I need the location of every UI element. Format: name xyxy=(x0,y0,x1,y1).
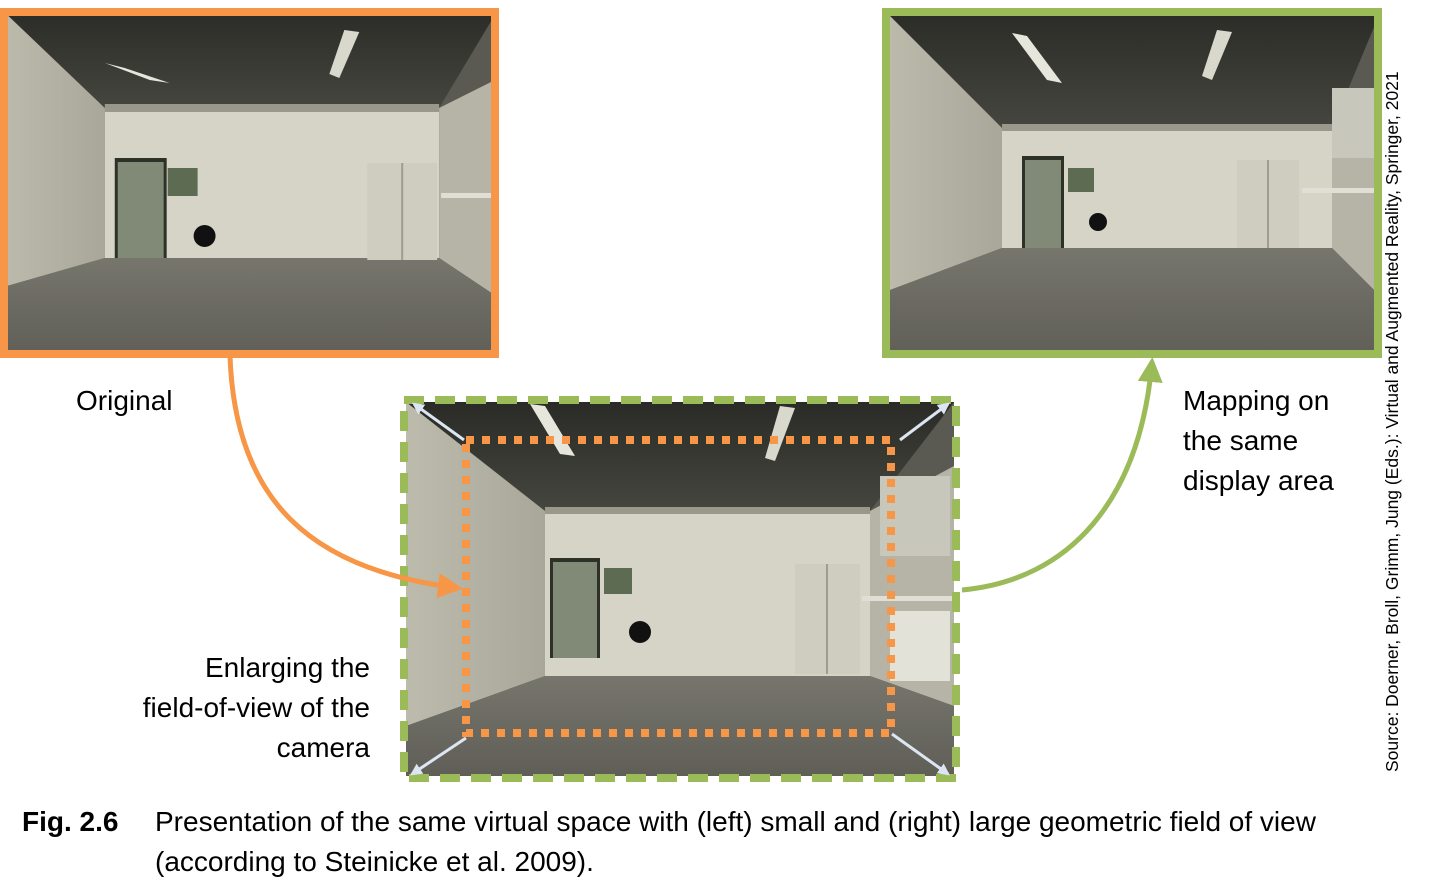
green-curved-arrow xyxy=(961,357,1163,593)
label-mapping: Mapping on the same display area xyxy=(1183,385,1334,496)
room-image-original xyxy=(0,8,499,358)
enlarged-view-panel xyxy=(400,396,960,782)
room-image-enlarged xyxy=(400,396,960,782)
room-image-mapped xyxy=(882,8,1382,358)
orange-dotted-border xyxy=(462,436,895,737)
label-original: Original xyxy=(76,385,173,416)
source-note: Source: Doerner, Broll, Grimm, Jung (Eds… xyxy=(1382,71,1402,772)
label-enlarging: Enlarging the field-of-view of the camer… xyxy=(142,652,370,763)
figure-number: Fig. 2.6 xyxy=(22,806,119,837)
mapped-view-panel xyxy=(882,8,1382,358)
orange-frame xyxy=(0,8,499,358)
green-frame xyxy=(882,8,1382,358)
original-view-panel xyxy=(0,8,499,358)
caption-text: Presentation of the same virtual space w… xyxy=(155,806,1316,877)
